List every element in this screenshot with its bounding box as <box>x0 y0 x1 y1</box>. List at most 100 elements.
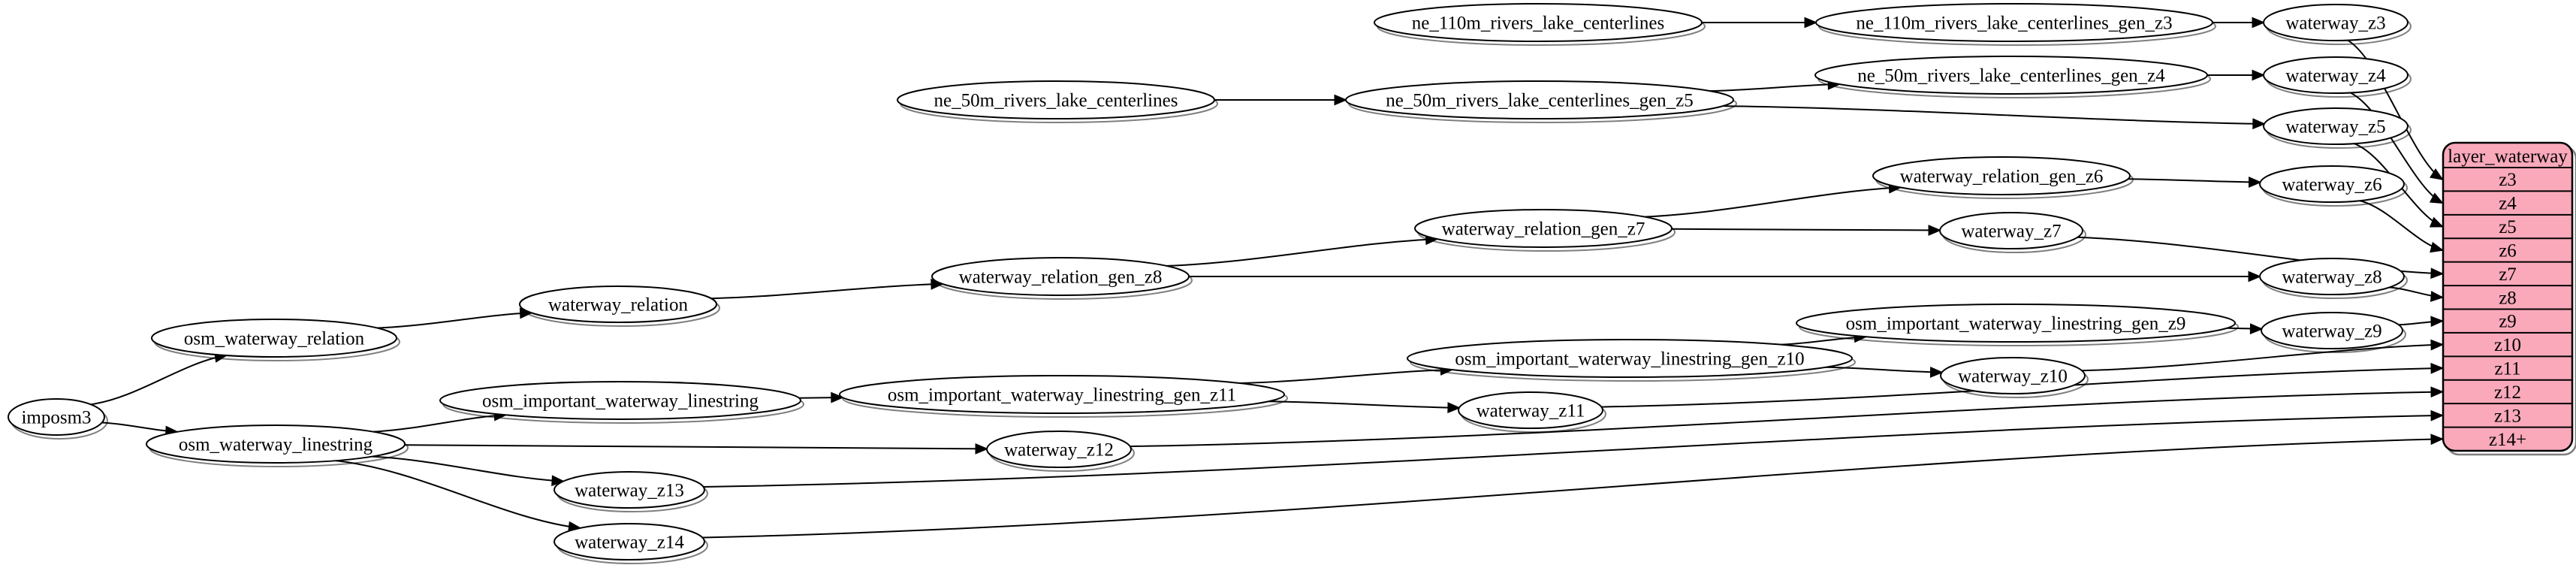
edge-waterway_z6-layer_waterway-z6 <box>2359 200 2442 250</box>
table-row-z4: z4 <box>2499 194 2517 214</box>
edge-imposm3-osm_waterway_relation <box>90 355 226 406</box>
node-imposm3: imposm3 <box>8 398 105 436</box>
node-label-ne_50m_rivers_lake_centerlines_gen_z4: ne_50m_rivers_lake_centerlines_gen_z4 <box>1857 66 2165 86</box>
node-label-osm_important_waterway_linestring: osm_important_waterway_linestring <box>482 391 759 412</box>
edge-imposm3-osm_waterway_linestring <box>101 421 177 432</box>
node-ellipse-waterway_z7 <box>1939 212 2083 249</box>
node-label-waterway_relation: waterway_relation <box>548 295 689 316</box>
edge-waterway_z9-layer_waterway-z9 <box>2398 321 2442 325</box>
edge-osm_important_waterway_linestring_gen_z11-osm_important_waterway_linestring_gen_z10 <box>1239 370 1452 384</box>
node-ellipse-osm_waterway_relation <box>151 319 397 358</box>
layer-table-title: layer_waterway <box>2448 147 2568 167</box>
table-row-z12: z12 <box>2494 382 2521 403</box>
node-waterway_z11: waterway_z11 <box>1458 391 1603 429</box>
node-waterway_z14: waterway_z14 <box>554 523 705 560</box>
node-label-osm_important_waterway_linestring_gen_z11: osm_important_waterway_linestring_gen_z1… <box>888 385 1236 406</box>
table-row-z11: z11 <box>2494 359 2520 379</box>
edge-waterway_relation_gen_z7-waterway_z7 <box>1671 229 1940 231</box>
node-label-waterway_z8: waterway_z8 <box>2282 267 2381 288</box>
node-osm_waterway_linestring: osm_waterway_linestring <box>146 425 406 464</box>
node-osm_important_waterway_linestring_gen_z11: osm_important_waterway_linestring_gen_z1… <box>839 375 1285 414</box>
node-waterway_z4: waterway_z4 <box>2263 56 2409 94</box>
node-ellipse-waterway_z6 <box>2259 165 2405 203</box>
node-ne_110m_rivers_lake_centerlines_gen_z3: ne_110m_rivers_lake_centerlines_gen_z3 <box>1815 3 2213 42</box>
table-row-z10: z10 <box>2494 335 2521 355</box>
node-label-waterway_z6: waterway_z6 <box>2282 175 2381 195</box>
node-waterway_relation: waterway_relation <box>519 286 717 323</box>
node-label-waterway_z10: waterway_z10 <box>1958 367 2068 387</box>
node-ellipse-waterway_z9 <box>2261 312 2403 349</box>
node-ne_50m_rivers_lake_centerlines_gen_z5: ne_50m_rivers_lake_centerlines_gen_z5 <box>1345 80 1734 119</box>
node-ellipse-imposm3 <box>8 398 105 436</box>
node-waterway_z7: waterway_z7 <box>1939 212 2083 249</box>
node-label-waterway_z11: waterway_z11 <box>1477 401 1585 421</box>
node-label-osm_waterway_linestring: osm_waterway_linestring <box>179 435 373 455</box>
node-ne_110m_rivers_lake_centerlines: ne_110m_rivers_lake_centerlines <box>1374 3 1703 42</box>
node-label-osm_waterway_relation: osm_waterway_relation <box>184 329 365 349</box>
node-ellipse-waterway_z11 <box>1458 391 1603 429</box>
node-ellipse-waterway_relation_gen_z7 <box>1414 209 1673 248</box>
table-row-z13: z13 <box>2494 406 2521 426</box>
node-ellipse-waterway_z4 <box>2263 56 2409 94</box>
shadow-layer <box>11 7 2576 564</box>
edge-osm_waterway_linestring-waterway_z12 <box>404 445 987 449</box>
edge-osm_important_waterway_linestring_gen_z10-osm_important_waterway_linestring_gen_z9 <box>1780 337 1866 346</box>
edge-waterway_z3-layer_waterway-z3 <box>2347 39 2442 180</box>
table-row-z14+: z14+ <box>2489 430 2526 450</box>
node-label-ne_110m_rivers_lake_centerlines: ne_110m_rivers_lake_centerlines <box>1412 14 1664 34</box>
node-ellipse-waterway_z14 <box>554 523 705 560</box>
table-row-z7: z7 <box>2499 264 2517 285</box>
node-label-waterway_relation_gen_z7: waterway_relation_gen_z7 <box>1442 219 1645 240</box>
node-waterway_z3: waterway_z3 <box>2263 4 2409 41</box>
node-layer: imposm3 osm_waterway_relation osm_waterway… <box>8 3 2574 560</box>
edge-waterway_relation_gen_z8-waterway_relation_gen_z7 <box>1166 239 1437 267</box>
node-ellipse-waterway_relation_gen_z8 <box>931 257 1190 296</box>
edge-ne_50m_rivers_lake_centerlines_gen_z5-waterway_z5 <box>1723 105 2264 124</box>
node-label-waterway_z4: waterway_z4 <box>2285 66 2386 86</box>
node-waterway_z5: waterway_z5 <box>2263 107 2409 145</box>
node-label-imposm3: imposm3 <box>21 408 91 428</box>
node-label-waterway_z5: waterway_z5 <box>2285 117 2385 137</box>
node-ellipse-waterway_z13 <box>554 471 705 509</box>
node-waterway_z12: waterway_z12 <box>986 431 1132 468</box>
table-row-z6: z6 <box>2499 240 2517 261</box>
edge-waterway_z8-layer_waterway-z8 <box>2389 286 2442 298</box>
node-label-osm_important_waterway_linestring_gen_z10: osm_important_waterway_linestring_gen_z1… <box>1455 349 1804 370</box>
layer-table-box <box>2442 141 2574 452</box>
node-label-waterway_z3: waterway_z3 <box>2285 14 2385 34</box>
node-osm_waterway_relation: osm_waterway_relation <box>151 319 397 358</box>
node-waterway_relation_gen_z7: waterway_relation_gen_z7 <box>1414 209 1673 248</box>
node-osm_important_waterway_linestring_gen_z9: osm_important_waterway_linestring_gen_z9 <box>1796 304 2236 343</box>
node-waterway_z8: waterway_z8 <box>2259 258 2405 295</box>
node-waterway_relation_gen_z8: waterway_relation_gen_z8 <box>931 257 1190 296</box>
node-ellipse-waterway_z10 <box>1940 357 2086 394</box>
node-ellipse-waterway_z5 <box>2263 107 2409 145</box>
node-label-waterway_z12: waterway_z12 <box>1004 440 1114 461</box>
edge-waterway_relation-waterway_relation_gen_z8 <box>710 284 943 300</box>
node-ne_50m_rivers_lake_centerlines: ne_50m_rivers_lake_centerlines <box>897 80 1215 119</box>
node-label-ne_50m_rivers_lake_centerlines: ne_50m_rivers_lake_centerlines <box>934 91 1178 111</box>
layer-table: layer_waterway z3 z4 z5 z6 z7 z8 z9 z10 z11 z12 z13… <box>2442 141 2574 452</box>
node-waterway_z10: waterway_z10 <box>1940 357 2086 394</box>
node-label-waterway_z14: waterway_z14 <box>575 533 684 553</box>
node-waterway_z6: waterway_z6 <box>2259 165 2405 203</box>
edge-osm_important_waterway_linestring_gen_z9-waterway_z9 <box>2227 328 2261 329</box>
edge-waterway_z13-layer_waterway-z13 <box>703 415 2442 488</box>
table-row-z8: z8 <box>2499 288 2517 308</box>
edge-osm_important_waterway_linestring-osm_important_waterway_linestring_gen_z11 <box>798 397 843 398</box>
node-ellipse-waterway_z8 <box>2259 258 2405 295</box>
node-waterway_relation_gen_z6: waterway_relation_gen_z6 <box>1872 156 2131 195</box>
node-label-waterway_z9: waterway_z9 <box>2282 322 2381 342</box>
table-row-z9: z9 <box>2499 312 2517 332</box>
table-row-z3: z3 <box>2499 170 2517 190</box>
edge-osm_important_waterway_linestring_gen_z10-waterway_z10 <box>1826 366 1941 373</box>
edge-waterway_relation_gen_z6-waterway_z6 <box>2128 179 2261 182</box>
node-label-osm_important_waterway_linestring_gen_z9: osm_important_waterway_linestring_gen_z9 <box>1846 314 2186 334</box>
table-row-z5: z5 <box>2499 217 2517 237</box>
node-ellipse-ne_50m_rivers_lake_centerlines_gen_z5 <box>1345 80 1734 119</box>
node-ellipse-ne_110m_rivers_lake_centerlines <box>1374 3 1703 42</box>
node-waterway_z9: waterway_z9 <box>2261 312 2403 349</box>
node-label-ne_50m_rivers_lake_centerlines_gen_z5: ne_50m_rivers_lake_centerlines_gen_z5 <box>1386 91 1694 111</box>
